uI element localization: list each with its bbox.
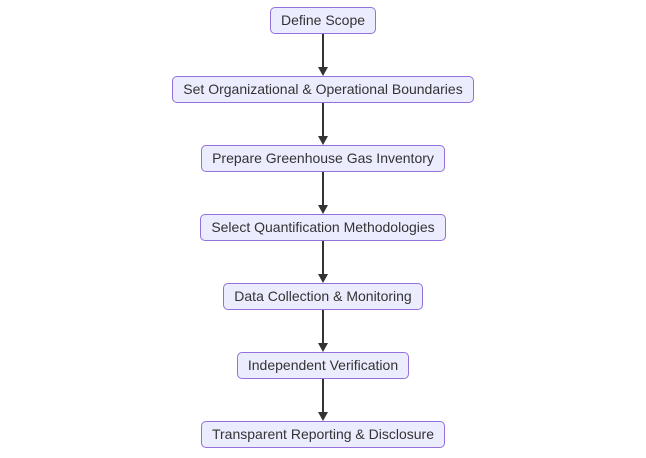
arrow-shaft: [322, 172, 324, 205]
flow-node-boundaries: Set Organizational & Operational Boundar…: [172, 76, 474, 103]
flow-node-ghg-inventory: Prepare Greenhouse Gas Inventory: [201, 145, 445, 172]
arrow-down-icon: [317, 103, 329, 145]
arrowhead-icon: [318, 412, 328, 421]
arrow-shaft: [322, 241, 324, 274]
arrowhead-icon: [318, 67, 328, 76]
flow-node-data-collection: Data Collection & Monitoring: [223, 283, 423, 310]
arrow-shaft: [322, 103, 324, 136]
flow-node-define-scope: Define Scope: [269, 7, 377, 34]
arrow-down-icon: [317, 241, 329, 283]
flow-node-independent-verification: Independent Verification: [236, 352, 410, 379]
arrow-shaft: [322, 310, 324, 343]
arrowhead-icon: [318, 274, 328, 283]
arrow-down-icon: [317, 172, 329, 214]
arrow-shaft: [322, 34, 324, 67]
arrowhead-icon: [318, 205, 328, 214]
arrow-down-icon: [317, 34, 329, 76]
arrow-shaft: [322, 379, 324, 412]
arrow-down-icon: [317, 310, 329, 352]
flow-node-quantification-methodologies: Select Quantification Methodologies: [200, 214, 446, 241]
arrowhead-icon: [318, 136, 328, 145]
flow-node-transparent-reporting: Transparent Reporting & Disclosure: [200, 421, 446, 448]
arrow-down-icon: [317, 379, 329, 421]
arrowhead-icon: [318, 343, 328, 352]
